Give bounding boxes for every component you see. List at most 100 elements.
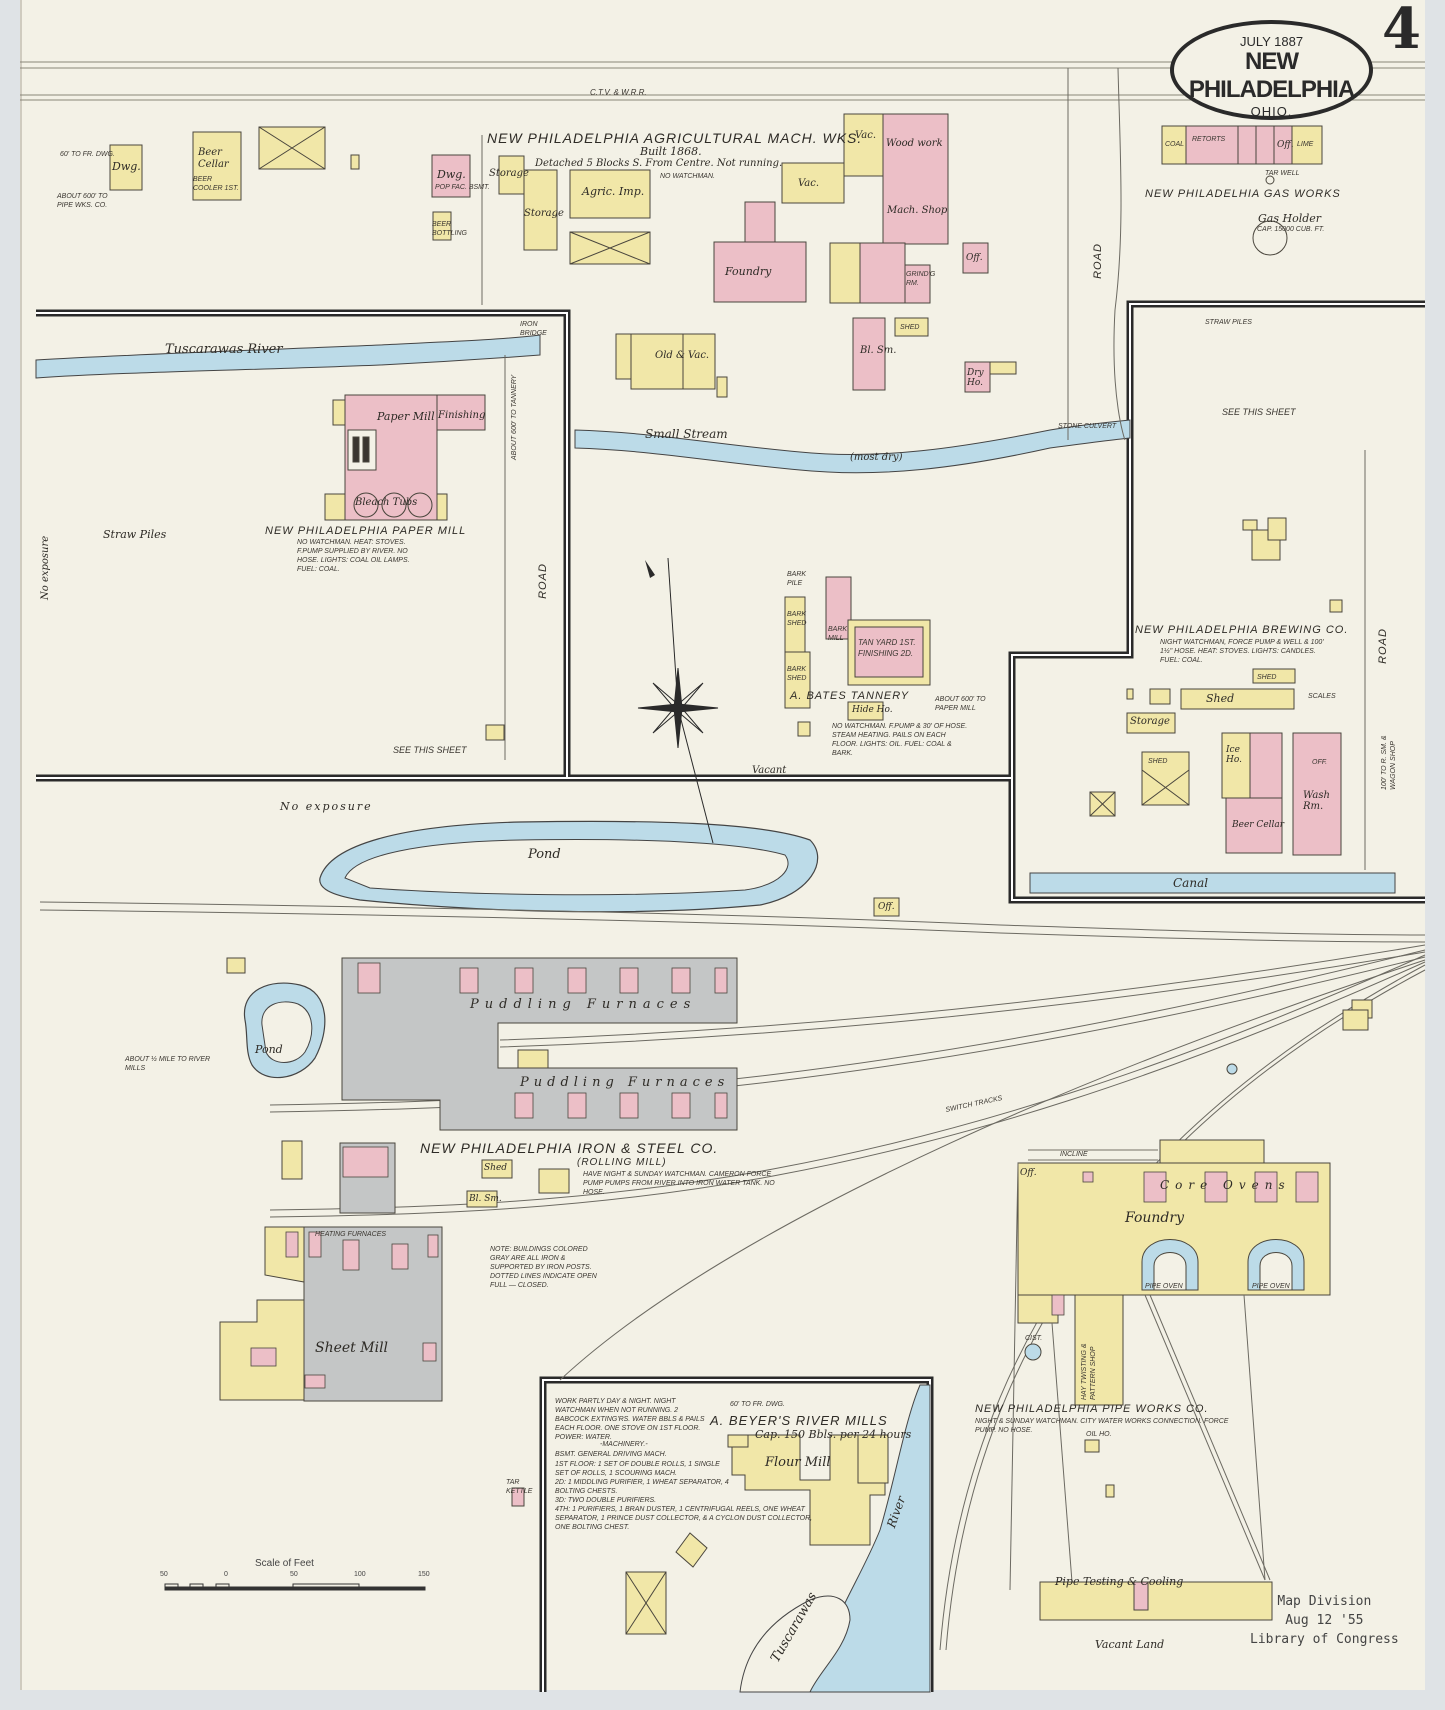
stone-culvert-label: STONE CULVERT bbox=[1058, 423, 1117, 430]
tannery-tan-yard: Tan Yard 1st. Finishing 2d. bbox=[858, 638, 916, 658]
stamp-line-1: Map Division bbox=[1277, 1594, 1372, 1609]
brewing-side-note: 100' TO R. SM. & WAGON SHOP bbox=[1381, 735, 1397, 790]
tannery-notes: NO WATCHMAN. F.PUMP & 30' OF HOSE. STEAM… bbox=[832, 723, 968, 757]
pipe-works-title: NEW PHILADELPHIA PIPE WORKS CO. bbox=[975, 1403, 1209, 1415]
gas-unit-lime: Lime bbox=[1297, 141, 1314, 148]
bldg-4-note: Pop Fac. Bsmt. bbox=[435, 184, 490, 191]
gas-holder-capacity: Cap. 15000 Cub. Ft. bbox=[1257, 226, 1325, 233]
iron-bl-sm: Bl. Sm. bbox=[469, 1194, 502, 1204]
tannery-bark-shed-2: Bark Shed bbox=[787, 666, 807, 682]
no-exposure-label: No exposure bbox=[280, 800, 373, 813]
paper-mill-distance: ABOUT 600' TO TANNERY bbox=[511, 374, 518, 460]
machinery-line-4: 3D: TWO DOUBLE PURIFIERS. bbox=[555, 1497, 657, 1504]
bldg-4-label: Dwg. bbox=[437, 168, 466, 181]
tannery-bark-pile: Bark Pile bbox=[787, 571, 807, 587]
pipe-works-core-ovens: Core Ovens bbox=[1160, 1178, 1291, 1192]
iron-bridge-label: IRON BRIDGE bbox=[520, 321, 547, 337]
gas-tar-well: Tar Well bbox=[1265, 170, 1300, 177]
paper-mill-building: Paper Mill bbox=[377, 410, 435, 423]
agri-bldg-shed: Shed bbox=[900, 324, 920, 331]
agri-bldg-storage-6: Storage bbox=[489, 168, 529, 179]
brewing-scales: Scales bbox=[1308, 693, 1336, 700]
canal-label: Canal bbox=[1173, 876, 1209, 890]
stream-note: (most dry) bbox=[850, 452, 903, 463]
agri-bldg-vac-10: Vac. bbox=[855, 130, 877, 141]
stamp-line-2: Aug 12 '55 bbox=[1285, 1613, 1364, 1628]
scale-title: Scale of Feet bbox=[255, 1558, 314, 1569]
pond-label-2: Pond bbox=[255, 1043, 283, 1056]
road-label-1: ROAD bbox=[1091, 243, 1104, 279]
agri-works-notes: Detached 5 Blocks S. From Centre. Not ru… bbox=[535, 158, 783, 169]
iron-heating-furnaces: Heating Furnaces bbox=[315, 1231, 387, 1238]
scale-tick-0: 0 bbox=[224, 1571, 228, 1578]
road-label-2: ROAD bbox=[536, 563, 549, 599]
agri-bldg-old-vac: Old & Vac. bbox=[655, 350, 710, 361]
agri-works-watchman: NO WATCHMAN. bbox=[660, 173, 715, 180]
agri-bldg-agric-imp: Agric. Imp. bbox=[582, 185, 645, 198]
stamp-line-3: Library of Congress bbox=[1250, 1632, 1399, 1647]
bldg-1-extra: ABOUT 600' TO PIPE WKS. CO. bbox=[57, 193, 108, 209]
tar-kettle-label: TAR KETTLE bbox=[506, 1479, 533, 1495]
see-sheet-label-1: SEE THIS SHEET bbox=[393, 745, 467, 755]
bldg-5-label: Beer Bottling bbox=[432, 221, 468, 237]
off-label: Off. bbox=[878, 902, 895, 912]
iron-steel-subtitle: (ROLLING MILL) bbox=[577, 1157, 667, 1168]
bldg-2-label: Beer Cellar bbox=[198, 147, 229, 170]
road-label-3: ROAD bbox=[1376, 628, 1389, 664]
straw-piles-east: STRAW PILES bbox=[1205, 319, 1252, 326]
gas-holder-label: Gas Holder bbox=[1258, 212, 1322, 225]
paper-mill-bleach: Bleach Tubs bbox=[355, 497, 418, 508]
pipe-oven-1: PIPE OVEN bbox=[1145, 1283, 1183, 1290]
stream-label: Small Stream bbox=[645, 427, 728, 441]
agri-bldg-storage-7: Storage bbox=[524, 208, 564, 219]
brewing-shed-e: Shed bbox=[1148, 758, 1168, 765]
agri-bldg-grinding: Grind'g Rm. bbox=[906, 271, 936, 287]
iron-steel-notes: HAVE NIGHT & SUNDAY WATCHMAN. CAMERON FO… bbox=[583, 1171, 775, 1196]
brewing-notes: NIGHT WATCHMAN, FORCE PUMP & WELL & 100'… bbox=[1160, 639, 1324, 664]
pipe-oven-2: PIPE OVEN bbox=[1252, 1283, 1290, 1290]
iron-legend-note: NOTE: BUILDINGS COLORED GRAY ARE ALL IRO… bbox=[490, 1246, 597, 1289]
agri-works-built: Built 1868. bbox=[640, 145, 702, 158]
straw-piles-label: Straw Piles bbox=[103, 528, 167, 541]
river-label-tuscarawas: Tuscarawas River bbox=[165, 342, 283, 357]
tannery-bark-shed-1: Bark Shed bbox=[787, 611, 807, 627]
pipe-works-notes: NIGHT & SUNDAY WATCHMAN. CITY WATER WORK… bbox=[975, 1418, 1229, 1434]
machinery-line-2: 1ST FLOOR: 1 SET OF DOUBLE ROLLS, 1 SING… bbox=[555, 1461, 720, 1477]
vacant-label: Vacant bbox=[752, 765, 787, 776]
river-mills-distance: 60' to Fr. Dwg. bbox=[730, 1401, 785, 1408]
machinery-line-5: 4TH: 1 PURIFIERS, 1 BRAN DUSTER, 1 CENTR… bbox=[555, 1506, 813, 1531]
brewing-storage-d: Storage bbox=[1130, 716, 1170, 727]
pipe-hay-twisting: Hay Twisting & Pattern Shop bbox=[1081, 1343, 1097, 1400]
railroad-label: C.T.V. & W.R.R. bbox=[590, 88, 647, 97]
vacant-land-label: Vacant Land bbox=[1095, 1638, 1165, 1651]
see-sheet-label-2: SEE THIS SHEET bbox=[1222, 407, 1296, 417]
brewing-off: Off. bbox=[1312, 759, 1328, 766]
agri-bldg-bl-sm: Bl. Sm. bbox=[860, 345, 897, 356]
gas-unit-coal: Coal bbox=[1165, 141, 1185, 148]
river-mills-distance: ABOUT ½ MILE TO RIVER MILLS bbox=[125, 1056, 211, 1072]
brewing-shed-b: Shed bbox=[1257, 674, 1277, 681]
paper-mill-exposure: No exposure bbox=[40, 535, 51, 600]
map-title-cartouche: JULY 1887 NEW PHILADELPHIA OHIO. bbox=[1170, 20, 1373, 120]
agri-bldg-off: Off. bbox=[966, 253, 983, 263]
agri-bldg-vac-12: Vac. bbox=[798, 178, 820, 189]
tannery-bark-mill: Bark Mill bbox=[828, 626, 848, 642]
pond-label-1: Pond bbox=[528, 847, 561, 862]
scale-tick-50: 50 bbox=[290, 1571, 298, 1578]
agri-bldg-mach-shop: Mach. Shop bbox=[887, 205, 948, 216]
agri-works-title: NEW PHILADELPHIA AGRICULTURAL MACH. WKS. bbox=[487, 130, 863, 146]
river-mills-building: Flour Mill bbox=[765, 1455, 831, 1470]
machinery-line-1: BSMT. GENERAL DRIVING MACH. bbox=[555, 1451, 667, 1458]
iron-sheet-mill: Sheet Mill bbox=[315, 1340, 389, 1356]
brewing-ice-ho: Ice Ho. bbox=[1226, 745, 1242, 765]
machinery-line-3: 2D: 1 MIDDLING PURIFIER, 1 WHEAT SEPARAT… bbox=[555, 1479, 729, 1495]
bldg-2-note: Beer Cooler 1st. bbox=[193, 176, 239, 192]
map-state: OHIO. bbox=[1250, 104, 1293, 119]
pipe-incline: Incline bbox=[1060, 1151, 1088, 1158]
tannery-hide-ho: Hide Ho. bbox=[852, 705, 893, 715]
brewing-shed-c: Shed bbox=[1206, 692, 1235, 705]
river-mills-capacity: Cap. 150 Bbls. per 24 hours bbox=[755, 1428, 912, 1441]
gas-unit-retorts: Retorts bbox=[1192, 136, 1226, 143]
iron-puddling-a: Puddling Furnaces bbox=[470, 997, 697, 1012]
